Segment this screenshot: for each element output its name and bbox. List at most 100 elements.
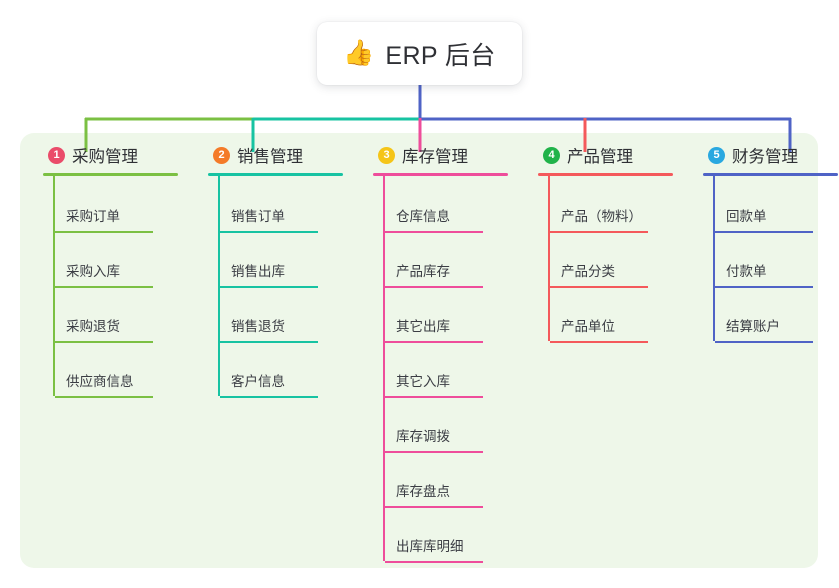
leaf-underline: [550, 341, 648, 343]
leaf-node[interactable]: 仓库信息: [364, 187, 529, 242]
branch-header-4[interactable]: 4 产品管理: [529, 133, 694, 177]
leaf-underline: [55, 396, 153, 398]
leaf-label: 产品单位: [561, 319, 615, 334]
leaf-node[interactable]: 付款单: [694, 242, 839, 297]
leaf-node[interactable]: 采购订单: [34, 187, 199, 242]
leaf-label: 仓库信息: [396, 209, 450, 224]
branches-panel: [20, 133, 818, 568]
leaf-node[interactable]: 销售出库: [199, 242, 364, 297]
branch-header-2[interactable]: 2 销售管理: [199, 133, 364, 177]
leaf-underline: [55, 231, 153, 233]
branch-column-3: 3 库存管理仓库信息产品库存其它出库其它入库库存调拨库存盘点出库库明细: [364, 133, 529, 572]
branch-header-1[interactable]: 1 采购管理: [34, 133, 199, 177]
leaf-label: 销售订单: [231, 209, 285, 224]
leaf-node[interactable]: 其它出库: [364, 297, 529, 352]
leaf-label: 库存调拨: [396, 429, 450, 444]
leaf-underline: [220, 231, 318, 233]
leaf-underline: [385, 231, 483, 233]
branch-underline: [373, 173, 508, 176]
leaf-label: 采购订单: [66, 209, 120, 224]
leaf-label: 产品库存: [396, 264, 450, 279]
leaf-underline: [220, 286, 318, 288]
leaf-label: 客户信息: [231, 374, 285, 389]
branch-underline: [43, 173, 178, 176]
leaf-node[interactable]: 库存调拨: [364, 407, 529, 462]
leaf-node[interactable]: 结算账户: [694, 297, 839, 352]
leaf-underline: [220, 396, 318, 398]
branch-underline: [538, 173, 673, 176]
leaf-node[interactable]: 产品库存: [364, 242, 529, 297]
branch-stem: [548, 176, 550, 341]
root-title: ERP 后台: [385, 41, 496, 70]
leaf-underline: [385, 506, 483, 508]
leaf-underline: [385, 286, 483, 288]
leaf-node[interactable]: 产品分类: [529, 242, 694, 297]
leaf-underline: [550, 231, 648, 233]
leaf-node[interactable]: 采购退货: [34, 297, 199, 352]
branch-stem: [383, 176, 385, 561]
thumbs-up-icon: 👍: [343, 39, 375, 67]
leaf-underline: [715, 231, 813, 233]
branch-column-1: 1 采购管理采购订单采购入库采购退货供应商信息: [34, 133, 199, 407]
leaf-node[interactable]: 销售订单: [199, 187, 364, 242]
leaf-underline: [715, 341, 813, 343]
leaf-node[interactable]: 出库库明细: [364, 517, 529, 572]
leaf-label: 出库库明细: [396, 539, 464, 554]
leaf-underline: [385, 561, 483, 563]
leaf-label: 库存盘点: [396, 484, 450, 499]
branch-children: 回款单付款单结算账户: [694, 177, 839, 352]
branch-column-5: 5 财务管理回款单付款单结算账户: [694, 133, 839, 352]
branch-label: 采购管理: [72, 148, 138, 166]
leaf-label: 采购入库: [66, 264, 120, 279]
leaf-label: 销售退货: [231, 319, 285, 334]
branch-stem: [218, 176, 220, 396]
leaf-label: 供应商信息: [66, 374, 134, 389]
branch-label: 产品管理: [567, 148, 633, 166]
branch-number-badge: 4: [543, 146, 560, 164]
leaf-underline: [385, 341, 483, 343]
leaf-node[interactable]: 供应商信息: [34, 352, 199, 407]
leaf-underline: [55, 341, 153, 343]
leaf-underline: [715, 286, 813, 288]
branch-column-4: 4 产品管理产品（物料） 产品分类产品单位: [529, 133, 694, 352]
leaf-node[interactable]: 产品（物料）: [529, 187, 694, 242]
leaf-node[interactable]: 库存盘点: [364, 462, 529, 517]
root-node[interactable]: 👍 ERP 后台: [317, 22, 522, 85]
leaf-underline: [55, 286, 153, 288]
branch-columns: 1 采购管理采购订单采购入库采购退货供应商信息 2 销售管理销售订单销售出库销售退货客…: [20, 133, 838, 568]
branch-number-badge: 1: [48, 146, 65, 164]
leaf-node[interactable]: 回款单: [694, 187, 839, 242]
branch-number-badge: 2: [213, 146, 230, 164]
branch-header-5[interactable]: 5 财务管理: [694, 133, 839, 177]
leaf-label: 付款单: [726, 264, 767, 279]
branch-underline: [703, 173, 838, 176]
branch-label: 销售管理: [237, 148, 303, 166]
leaf-underline: [550, 286, 648, 288]
branch-header-3[interactable]: 3 库存管理: [364, 133, 529, 177]
branch-underline: [208, 173, 343, 176]
branch-number-badge: 3: [378, 146, 395, 164]
branch-stem: [53, 176, 55, 396]
leaf-node[interactable]: 客户信息: [199, 352, 364, 407]
branch-children: 仓库信息产品库存其它出库其它入库库存调拨库存盘点出库库明细: [364, 177, 529, 572]
leaf-underline: [385, 396, 483, 398]
branch-children: 采购订单采购入库采购退货供应商信息: [34, 177, 199, 407]
leaf-node[interactable]: 采购入库: [34, 242, 199, 297]
branch-children: 产品（物料） 产品分类产品单位: [529, 177, 694, 352]
leaf-label: 其它入库: [396, 374, 450, 389]
leaf-label: 结算账户: [726, 319, 780, 334]
branch-number-badge: 5: [708, 146, 725, 164]
branch-stem: [713, 176, 715, 341]
branch-label: 库存管理: [402, 148, 468, 166]
leaf-node[interactable]: 其它入库: [364, 352, 529, 407]
leaf-node[interactable]: 产品单位: [529, 297, 694, 352]
branch-label: 财务管理: [732, 148, 798, 166]
leaf-label: 采购退货: [66, 319, 120, 334]
leaf-underline: [385, 451, 483, 453]
leaf-label: 产品（物料）: [561, 209, 642, 224]
branch-column-2: 2 销售管理销售订单销售出库销售退货客户信息: [199, 133, 364, 407]
leaf-label: 回款单: [726, 209, 767, 224]
leaf-label: 销售出库: [231, 264, 285, 279]
leaf-node[interactable]: 销售退货: [199, 297, 364, 352]
